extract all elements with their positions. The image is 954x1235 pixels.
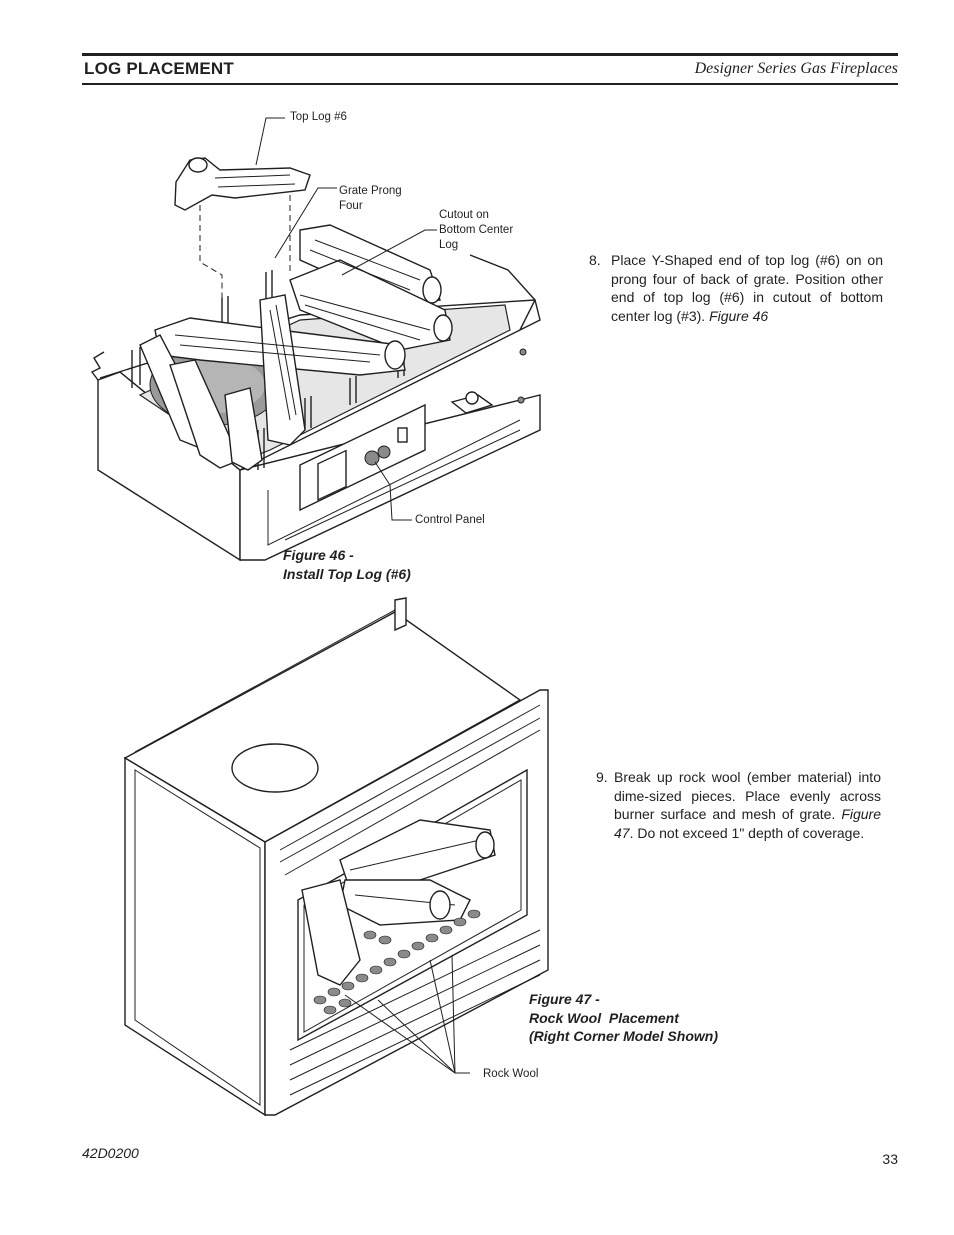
- callout-cutout-line1: Cutout on: [439, 209, 489, 221]
- figure-47-caption: Figure 47 - Rock Wool Placement (Right C…: [529, 990, 718, 1046]
- callout-rock-wool: Rock Wool: [483, 1068, 539, 1080]
- header-rule-bottom: [82, 83, 898, 85]
- step-9-text-before: Break up rock wool (ember material) into…: [614, 769, 881, 822]
- step-9-number: 9.: [596, 769, 608, 785]
- callout-grate-prong: Grate Prong Four: [339, 184, 402, 214]
- figure-47-caption-line1: Figure 47 -: [529, 991, 600, 1007]
- section-title: LOG PLACEMENT: [84, 59, 234, 78]
- callout-top-log: Top Log #6: [290, 111, 347, 123]
- step-9: 9. Break up rock wool (ember material) i…: [596, 768, 881, 842]
- callout-cutout-line2: Bottom Center: [439, 224, 514, 236]
- figure-46-caption-line2: Install Top Log (#6): [283, 565, 411, 582]
- footer-doc-number: 42D0200: [82, 1145, 139, 1161]
- callout-grate-prong-line2: Four: [339, 200, 363, 212]
- step-8: 8. Place Y-Shaped end of top log (#6) on…: [589, 251, 883, 325]
- step-8-figure-ref: Figure 46: [709, 307, 769, 324]
- callout-grate-prong-line1: Grate Prong: [339, 185, 402, 197]
- callout-cutout: Cutout on Bottom Center Log: [439, 208, 513, 253]
- figure-46-caption-line1: Figure 46 -: [283, 547, 354, 563]
- callout-cutout-line3: Log: [439, 239, 459, 251]
- header-rule-top: [82, 53, 898, 56]
- step-8-number: 8.: [589, 252, 601, 268]
- step-8-text: Place Y-Shaped end of top log (#6) on on…: [611, 252, 883, 324]
- step-9-text-after: . Do not exceed 1" depth of coverage.: [629, 824, 865, 841]
- figure-46-caption: Figure 46 - Install Top Log (#6): [283, 546, 411, 583]
- step-9-figure-ref: Figure 47: [614, 806, 881, 841]
- footer-page-number: 33: [882, 1151, 898, 1167]
- callout-control-panel: Control Panel: [415, 514, 485, 526]
- figure-47-caption-line3: (Right Corner Model Shown): [529, 1028, 718, 1044]
- figure-47-caption-line2: Rock Wool Placement: [529, 1009, 679, 1026]
- document-title: Designer Series Gas Fireplaces: [694, 60, 898, 77]
- rock-wool-pebbles: [313, 909, 481, 1015]
